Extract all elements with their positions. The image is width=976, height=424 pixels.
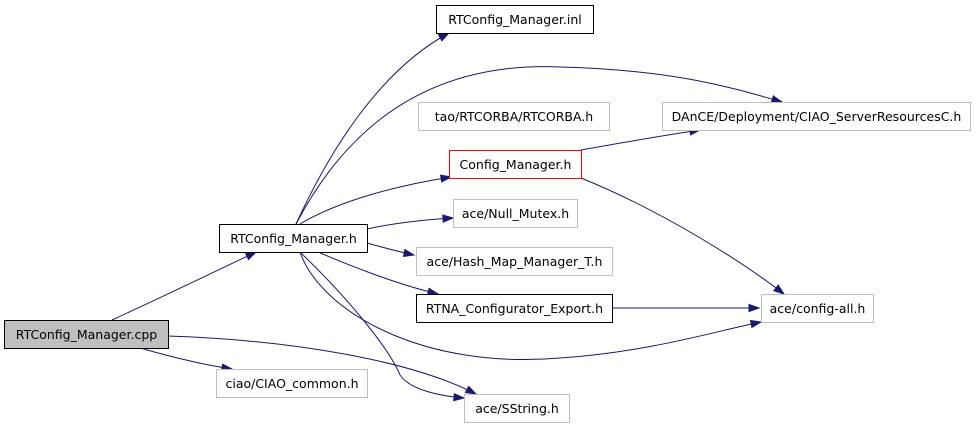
edge-line [139,347,233,370]
node-label: ace/config-all.h [770,301,866,316]
node-label: ace/Hash_Map_Manager_T.h [427,254,603,269]
node-label: Config_Manager.h [460,157,572,172]
edge-line [580,177,785,295]
edge-line [167,335,477,395]
node-ciaocommon: ciao/CIAO_common.h [216,369,368,398]
node-box [436,5,594,34]
edge-line [111,251,257,321]
edge-line [295,32,450,225]
node-sstring: ace/SString.h [464,394,570,423]
node-rtcorba: tao/RTCORBA/RTCORBA.h [418,102,610,131]
arrowhead [770,95,784,104]
arrowhead [464,385,478,395]
arrowhead [402,248,416,257]
node-box [453,199,578,228]
node-box [418,102,610,131]
node-box [662,102,971,131]
edge-h-to-sstring [299,251,466,402]
node-label: ace/SString.h [475,401,559,416]
node-box [4,320,169,349]
edge-cpp-to-ciaocommon [139,347,234,372]
edge-rtna-to-configall [611,303,761,313]
edge-h-to-nullmutex [366,214,455,230]
node-h[interactable]: RTConfig_Manager.h [219,224,368,253]
edge-config-to-configall [580,177,786,295]
node-box [464,394,570,423]
node-nullmutex: ace/Null_Mutex.h [453,199,578,228]
node-box [449,150,582,179]
node-dance: DAnCE/Deployment/CIAO_ServerResourcesC.h [662,102,971,131]
edge-line [299,251,465,399]
node-label: RTConfig_Manager.cpp [16,327,157,342]
arrowhead [773,284,786,295]
arrowhead [437,32,451,42]
node-config[interactable]: Config_Manager.h [449,150,582,179]
nodes-layer: RTConfig_Manager.cppRTConfig_Manager.hRT… [4,5,971,423]
node-label: tao/RTCORBA/RTCORBA.h [435,109,593,124]
edge-config-to-dance [580,127,702,151]
node-inl[interactable]: RTConfig_Manager.inl [436,5,594,34]
edge-cpp-to-h [111,251,258,321]
node-label: DAnCE/Deployment/CIAO_ServerResourcesC.h [672,109,962,124]
arrowhead [453,392,466,402]
arrowhead [439,174,453,183]
node-box [416,247,613,276]
node-label: ace/Null_Mutex.h [462,206,569,221]
edge-h-to-dance [295,66,784,225]
edge-cpp-to-sstring [167,335,478,395]
arrowhead [749,319,763,329]
edge-h-to-configall [299,251,763,360]
edge-h-to-hashmap [366,242,416,257]
node-box [216,369,368,398]
edge-line [299,176,452,225]
edge-h-to-config [299,174,453,225]
edge-line [299,251,762,360]
node-label: RTConfig_Manager.inl [448,12,582,27]
node-box [219,224,368,253]
node-label: ciao/CIAO_common.h [225,376,358,391]
edge-line [580,129,701,151]
edge-line [295,66,783,225]
node-cpp[interactable]: RTConfig_Manager.cpp [4,320,169,349]
node-label: RTConfig_Manager.h [230,231,357,246]
node-rtna[interactable]: RTNA_Configurator_Export.h [416,294,613,323]
arrowhead [244,251,258,261]
node-hashmap: ace/Hash_Map_Manager_T.h [416,247,613,276]
node-label: RTNA_Configurator_Export.h [426,301,603,316]
arrowhead [748,303,761,313]
edge-line [366,217,454,230]
node-box [761,294,874,323]
edges-layer [111,32,786,402]
edge-line [317,251,439,295]
node-configall: ace/config-all.h [761,294,874,323]
arrowhead [442,214,455,223]
node-box [416,294,613,323]
